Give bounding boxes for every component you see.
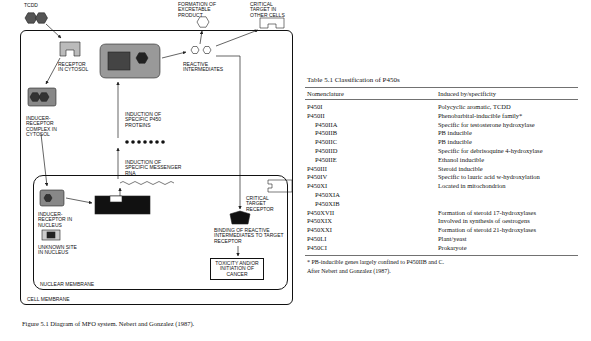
table-cell: P450II: [307, 113, 325, 120]
table-header: Nomenclature: [307, 91, 344, 98]
table-cell: P450XXI: [307, 227, 332, 234]
figure-caption: Figure 5.1 Diagram of MFO system. Nebert…: [22, 321, 194, 328]
table-cell: Formation of steroid 21-hydroxylases: [438, 227, 536, 234]
table-cell: P450XVII: [307, 210, 334, 217]
figure-label: REACTIVE INTERMEDIATES: [183, 62, 223, 73]
table-cell: Phenobarbital-inducible family*: [438, 113, 522, 120]
figure-label: UNKNOWN SITE IN NUCLEUS: [38, 245, 83, 256]
table-cell: P450IIE: [315, 157, 337, 164]
table-cell: P450XIX: [307, 218, 332, 225]
figure-label: TCDD: [24, 3, 54, 8]
table-footnote: * PB-inducible genes largely confined to…: [307, 259, 444, 265]
table-title: Table 5.1 Classification of P450s: [307, 77, 400, 84]
table-cell: P450IIB: [315, 130, 337, 137]
table-cell: Ethanol inducible: [438, 157, 484, 164]
figure-label: INDUCER-RECEPTOR COMPLEX IN CYTOSOL: [26, 116, 76, 137]
figure-label: INDUCTION OF SPECIFIC MESSENGER RNA: [125, 160, 185, 176]
figure-label: FORMATION OF EXCRETABLE PRODUCT: [178, 2, 228, 18]
table-cell: P450IIC: [315, 139, 337, 146]
figure-label: INDUCTION OF SPECIFIC P450 PROTEINS: [125, 112, 180, 128]
node-text: TOXICITY AND/OR INITIATION OF CANCER: [211, 259, 263, 279]
table-cell: P450IV: [307, 174, 327, 181]
table-cell: P450CI: [307, 245, 327, 252]
table-cell: P450I: [307, 104, 323, 111]
table-cell: Involved in synthesis of oestrogens: [438, 218, 530, 225]
outcome-box: TOXICITY AND/OR INITIATION OF CANCER: [210, 258, 264, 280]
table-cell: Steroid inducible: [438, 166, 483, 173]
table-cell: P450IID: [315, 148, 337, 155]
node-text: NUCLEAR MEMBRANE: [40, 282, 94, 287]
table-cell: Plant/yeast: [438, 236, 467, 243]
table-cell: PB inducible: [438, 139, 472, 146]
table-cell: Specific for debrisoquine 4-hydroxylase: [438, 148, 543, 155]
figure-label: RECEPTOR IN CYTOSOL: [58, 62, 92, 73]
figure-label: INDUCER-RECEPTOR IN NUCLEUS: [38, 212, 83, 228]
figure-label: BINDING OF REACTIVE INTERMEDIATES TO TAR…: [214, 228, 284, 244]
table-cell: PB inducible: [438, 130, 472, 137]
node-text: CELL MEMBRANE: [27, 297, 70, 302]
table-cell: P450XIA: [315, 192, 340, 199]
table-cell: Specific to lauric acid w-hydroxylation: [438, 174, 540, 181]
table-cell: Polycyclic aromatic, TCDD: [438, 104, 511, 111]
figure-label: CRITICAL TARGET IN OTHER CELLS: [250, 2, 292, 18]
table-cell: P450IIA: [315, 122, 337, 129]
table-footnote: After Nebert and Gonzalez (1987).: [307, 268, 391, 274]
table-cell: Formation of steroid 17-hydroxylases: [438, 210, 536, 217]
table-cell: P450XI: [307, 183, 327, 190]
table-cell: P450III: [307, 166, 327, 173]
table-cell: P450LI: [307, 236, 327, 243]
table-cell: Prokaryote: [438, 245, 467, 252]
figure-label: CRITICAL TARGET RECEPTOR: [246, 196, 284, 212]
table-header: Induced by/specificity: [438, 91, 496, 98]
table-cell: P450XIB: [315, 201, 340, 208]
table-cell: Located in mitochondrion: [438, 183, 506, 190]
table-cell: Specific for testosterone hydroxylase: [438, 122, 535, 129]
